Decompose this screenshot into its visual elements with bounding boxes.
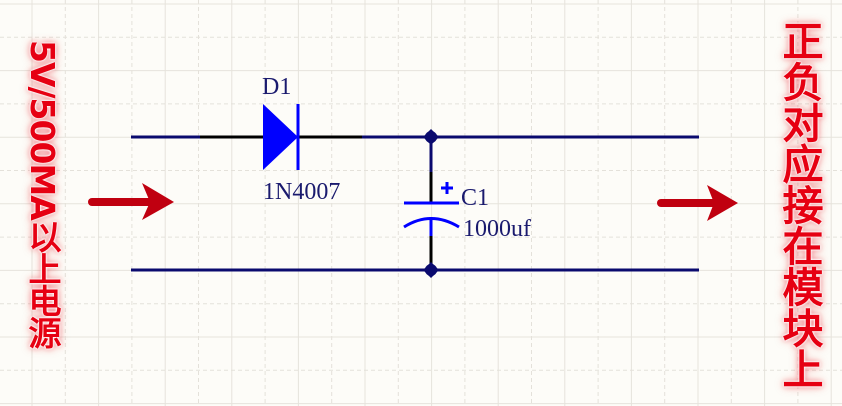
arrow-right-icon <box>657 185 738 221</box>
power-supply-note: 5V/500MA以上电源 <box>23 40 62 348</box>
junction-dot-bottom <box>423 262 439 278</box>
junction-dot-top <box>423 129 439 145</box>
diode-part-number: 1N4007 <box>263 179 340 205</box>
polarity-note: 正负对应接在模块上 <box>775 20 823 389</box>
diode-anode-triangle <box>263 104 298 170</box>
diode-d1[interactable]: D1 1N4007 <box>262 74 340 205</box>
plus-icon <box>441 182 453 194</box>
arrow-right-icon <box>88 183 174 220</box>
capacitor-c1[interactable]: C1 1000uf <box>403 137 531 270</box>
capacitor-value: 1000uf <box>463 216 531 242</box>
diode-designator: D1 <box>262 74 291 100</box>
capacitor-designator: C1 <box>461 185 489 211</box>
